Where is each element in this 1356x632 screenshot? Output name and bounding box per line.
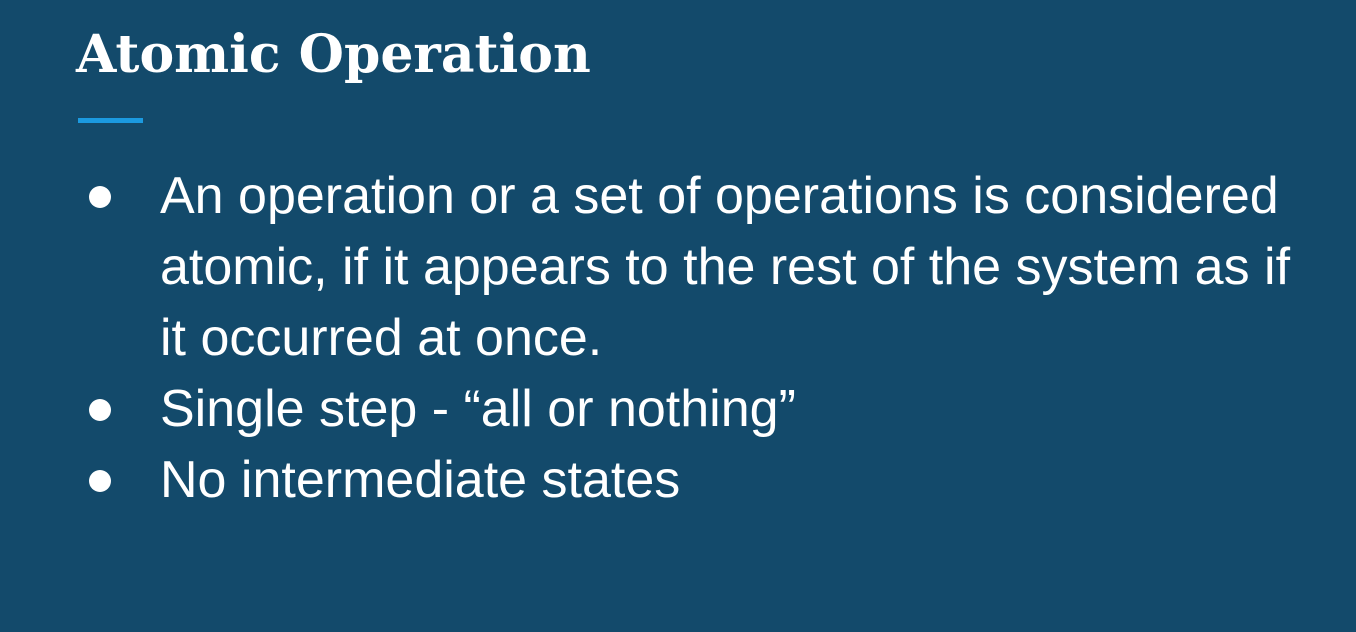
bullet-icon — [89, 186, 111, 208]
bullet-text: An operation or a set of operations is c… — [160, 167, 1291, 367]
title-underline — [78, 118, 143, 123]
bullet-item: An operation or a set of operations is c… — [0, 161, 1330, 374]
bullet-text: Single step - “all or nothing” — [160, 380, 796, 438]
bullet-text: No intermediate states — [160, 451, 681, 509]
bullet-item: Single step - “all or nothing” — [0, 374, 1330, 445]
bullet-icon — [89, 470, 111, 492]
bullet-list: An operation or a set of operations is c… — [0, 161, 1330, 516]
bullet-icon — [89, 399, 111, 421]
slide-title: Atomic Operation — [76, 24, 591, 85]
bullet-item: No intermediate states — [0, 445, 1330, 516]
